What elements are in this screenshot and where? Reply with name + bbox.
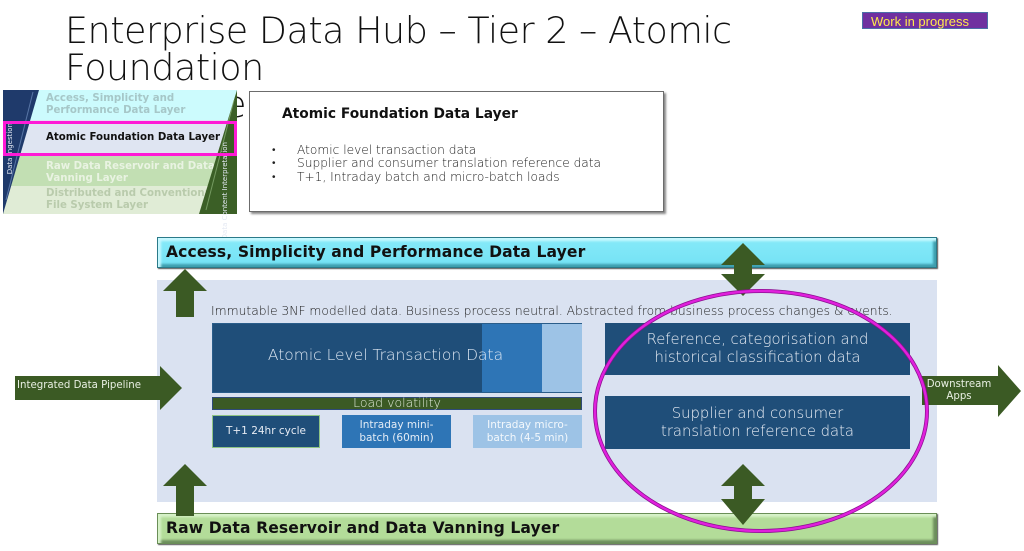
slide-title-line-1: Enterprise Data Hub – Tier 2 – Atomic Fo…	[65, 9, 732, 89]
raw-reservoir-layer-bar: Raw Data Reservoir and Data Vanning Laye…	[157, 513, 937, 544]
downstream-apps-label: Downstream Apps	[926, 379, 992, 402]
focus-ellipse	[593, 289, 929, 533]
load-volatility-bar: Load volatility	[212, 395, 582, 410]
detail-bullet: Supplier and consumer translation refere…	[272, 156, 601, 170]
mini-layer-raw: Raw Data Reservoir and Data Vanning Laye…	[3, 156, 237, 186]
cycle-t1-24hr: T+1 24hr cycle	[212, 415, 320, 448]
mini-layer-access: Access, Simplicity and Performance Data …	[3, 90, 237, 120]
double-arrow-icon	[721, 464, 765, 525]
cycle-intraday-mini-batch: Intraday mini-batch (60min)	[342, 415, 451, 448]
integrated-pipeline-arrow[interactable]	[15, 366, 182, 410]
up-arrow-icon	[163, 269, 207, 317]
reference-classification-block: Reference, categorisation and historical…	[605, 323, 910, 375]
raw-reservoir-layer-title: Raw Data Reservoir and Data Vanning Laye…	[166, 519, 560, 537]
access-layer-bar: Access, Simplicity and Performance Data …	[157, 237, 937, 268]
cycle-intraday-micro-batch: Intraday micro-batch (4-5 min)	[473, 415, 582, 448]
mini-layer-distributed: Distributed and Conventional File System…	[3, 186, 237, 214]
detail-bullet: T+1, Intraday batch and micro-batch load…	[272, 170, 601, 184]
integrated-pipeline-label: Integrated Data Pipeline	[17, 380, 142, 391]
layer-detail-box: Atomic Foundation Data Layer Atomic leve…	[249, 91, 664, 212]
current-layer-highlight	[3, 121, 237, 156]
slide-title: Enterprise Data Hub – Tier 2 – Atomic Fo…	[65, 12, 885, 123]
double-arrow-icon	[721, 243, 765, 296]
detail-bullet: Atomic level transaction data	[272, 143, 601, 157]
up-arrow-icon	[163, 464, 207, 516]
atomic-transaction-block: Atomic Level Transaction Data	[212, 323, 582, 393]
mini-layer-atomic: Atomic Foundation Data Layer	[3, 120, 237, 156]
detail-title: Atomic Foundation Data Layer	[282, 106, 518, 122]
access-layer-title: Access, Simplicity and Performance Data …	[166, 243, 586, 261]
panel-caption: Immutable 3NF modelled data. Business pr…	[211, 304, 893, 318]
detail-bullets: Atomic level transaction data Supplier a…	[272, 143, 601, 184]
supplier-consumer-translation-block: Supplier and consumer translation refere…	[605, 396, 910, 449]
downstream-apps-arrow[interactable]	[922, 365, 1021, 417]
micro-batch-segment	[542, 324, 582, 392]
load-volatility-label: Load volatility	[353, 395, 441, 410]
work-in-progress-badge: Work in progress	[862, 12, 988, 29]
atomic-transaction-label: Atomic Level Transaction Data	[267, 346, 504, 364]
mini-batch-segment	[482, 324, 542, 392]
